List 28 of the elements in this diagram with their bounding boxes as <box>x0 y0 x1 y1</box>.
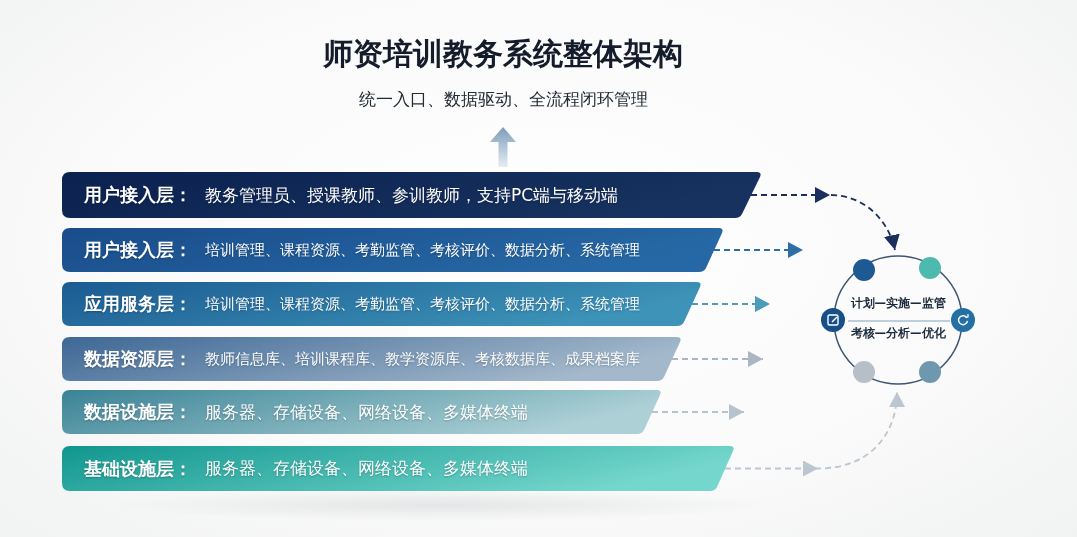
dashed-arrow <box>750 187 900 251</box>
dashed-arrow <box>671 351 764 367</box>
layer-description: 服务器、存储设备、网络设备、多媒体终端 <box>205 400 528 424</box>
layer-description: 培训管理、课程资源、考勤监管、考核评价、数据分析、系统管理 <box>205 240 640 260</box>
layer-band <box>62 337 682 381</box>
layer-band <box>62 228 724 272</box>
layer-name: 用户接入层： <box>84 239 193 262</box>
layer-description: 培训管理、课程资源、考勤监管、考核评价、数据分析、系统管理 <box>205 294 640 314</box>
title: 师资培训教务系统整体架构 <box>323 36 683 72</box>
layer-description: 教师信息库、培训课程库、教学资源库、考核数据库、成果档案库 <box>205 349 640 369</box>
dashed-arrow <box>691 296 771 312</box>
dashed-arrow <box>713 242 804 258</box>
layer-band <box>62 390 662 434</box>
layer-description: 服务器、存储设备、网络设备、多媒体终端 <box>205 457 528 480</box>
subtitle: 统一入口、数据驱动、全流程闭环管理 <box>358 90 648 110</box>
layer-band <box>62 446 735 491</box>
dashed-arrow <box>651 404 745 420</box>
dashed-arrow <box>724 391 905 477</box>
layer-name: 用户接入层： <box>84 184 193 207</box>
layer-name: 数据设施层： <box>84 401 193 424</box>
layer-name: 应用服务层： <box>84 293 193 316</box>
layer-description: 教务管理员、授课教师、参训教师，支持PC端与移动端 <box>205 183 619 207</box>
layer-band <box>62 172 762 218</box>
layer-band <box>62 282 702 326</box>
layer-name: 数据资源层： <box>84 348 193 371</box>
cycle-text: 计划—实施—监管 <box>850 297 946 311</box>
layer-name: 基础设施层： <box>84 457 193 481</box>
cycle-text: 考核—分析—优化 <box>850 327 946 341</box>
